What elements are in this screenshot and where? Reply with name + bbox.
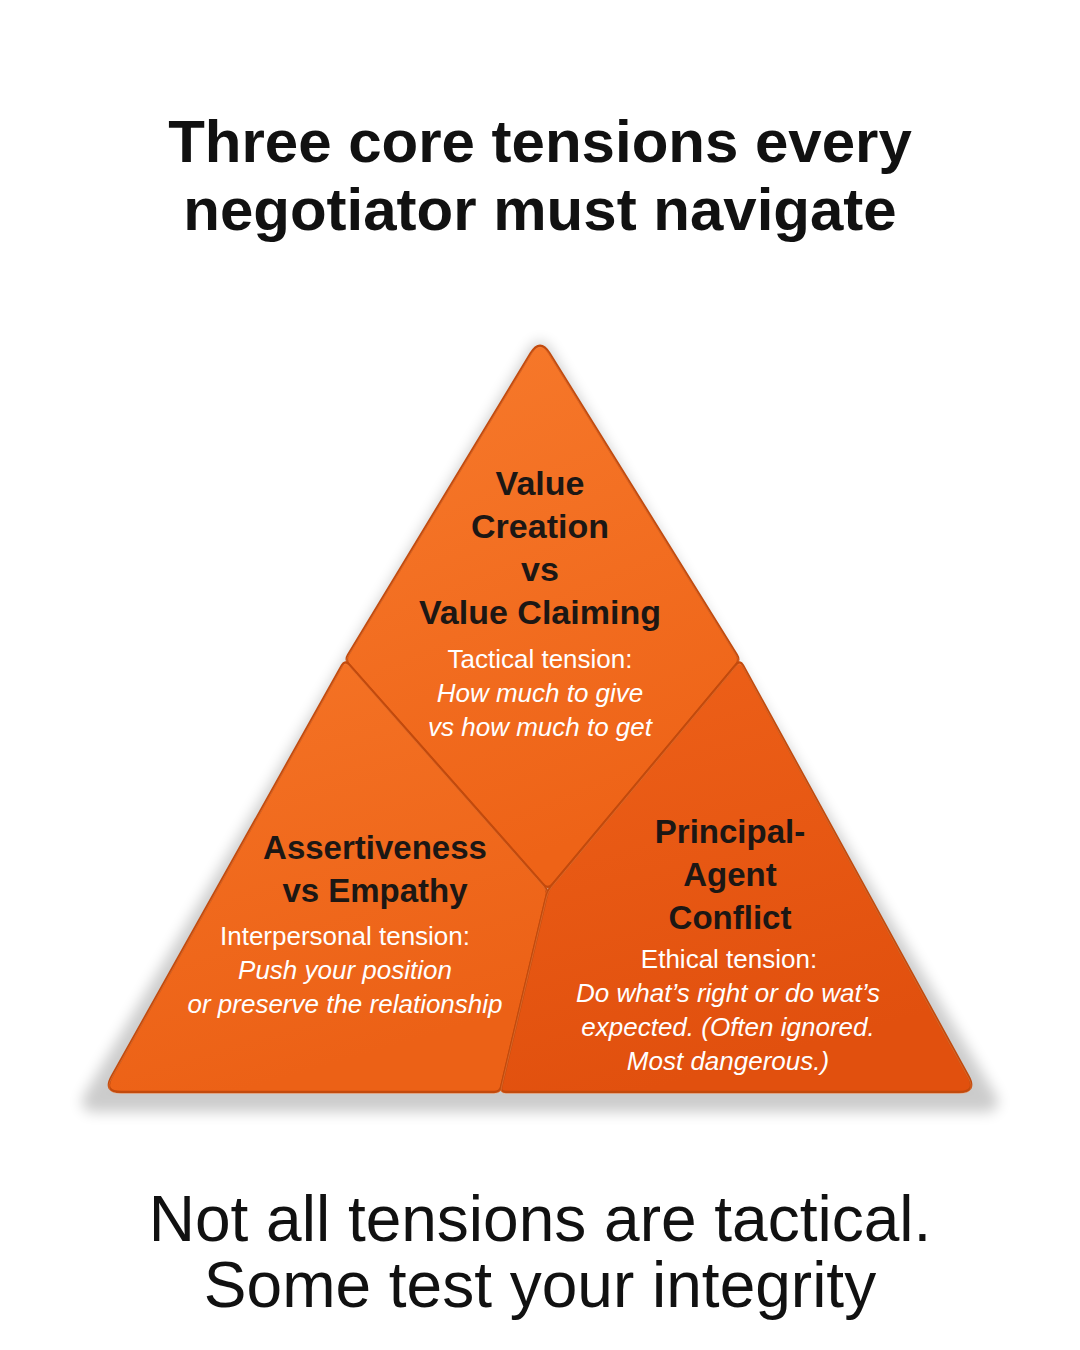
- tension-heading: Principal-Agent Conflict: [655, 813, 805, 936]
- wrap-spacer: [595, 548, 710, 591]
- text-column: Principal-Agent ConflictEthical tension:…: [500, 810, 977, 1078]
- piece-shape: [501, 662, 971, 1092]
- tension-heading: Assertiveness vs Empathy: [263, 829, 487, 909]
- tension-kind: Interpersonal tension:: [220, 921, 470, 951]
- tension-heading-holder: Assertiveness vs Empathy: [250, 826, 500, 912]
- text-column: Assertiveness vs EmpathyInterpersonal te…: [103, 826, 548, 1021]
- tension-heading-holder: Principal-Agent Conflict: [640, 810, 820, 939]
- tension-kind: Ethical tension:: [641, 944, 817, 974]
- tension-question-holder: How much to give vs how much to get: [424, 676, 656, 744]
- title: Three core tensions every negotiator mus…: [110, 108, 970, 244]
- piece-highlight: [109, 664, 547, 1094]
- wrap-spacer: [620, 505, 710, 548]
- tension-heading: Value Creation vs Value Claiming: [419, 464, 661, 631]
- tension-question: Push your position or preserve the relat…: [187, 955, 502, 1019]
- tension-kind-holder: Ethical tension:: [579, 942, 879, 976]
- caption: Not all tensions are tactical. Some test…: [90, 1186, 990, 1318]
- title-holder: Three core tensions every negotiator mus…: [0, 108, 1080, 244]
- tension-kind-holder: Interpersonal tension:: [195, 919, 495, 953]
- tension-question: Do what’s right or do wat’s expected. (O…: [576, 978, 880, 1076]
- wrap-spacer: [460, 953, 510, 987]
- wrap-spacer: [370, 505, 460, 548]
- text-column: Value Creation vs Value ClaimingTactical…: [345, 462, 740, 744]
- wrap-spacer: [370, 462, 450, 505]
- tension-heading-holder: Value Creation vs Value Claiming: [370, 462, 710, 634]
- shadow-shape: [92, 352, 988, 1102]
- wrap-spacer: [180, 953, 230, 987]
- tension-question: How much to give vs how much to get: [428, 678, 652, 742]
- tension-question-holder: Do what’s right or do wat’s expected. (O…: [568, 976, 888, 1078]
- tension-question-holder: Push your position or preserve the relat…: [180, 953, 510, 1021]
- tension-kind: Tactical tension:: [448, 644, 633, 674]
- caption-holder: Not all tensions are tactical. Some test…: [0, 1186, 1080, 1318]
- piece-highlight: [501, 664, 971, 1094]
- piece-shape: [109, 662, 547, 1092]
- wrap-spacer: [370, 548, 485, 591]
- tension-kind-holder: Tactical tension:: [390, 642, 690, 676]
- wrap-spacer: [630, 462, 710, 505]
